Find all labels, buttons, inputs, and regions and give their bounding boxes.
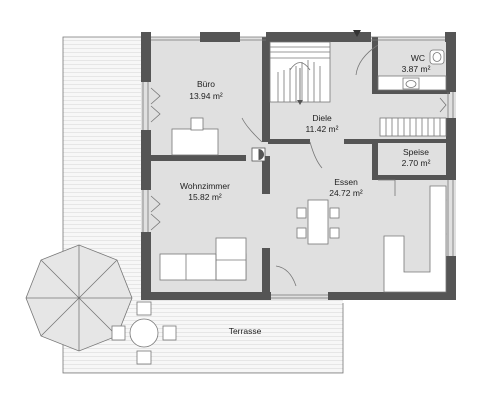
interior-walls [146,37,450,300]
room-area: 24.72 m² [329,188,363,198]
room-label-diele: Diele 11.42 m² [306,113,339,134]
dining-table [296,199,340,245]
terrace [62,36,344,374]
room-name: Essen [334,177,358,187]
room-area: 15.82 m² [188,192,222,202]
staircase [269,41,331,105]
room-area: 13.94 m² [189,91,223,101]
pantry-shelves [379,117,447,137]
patio-table [111,301,177,365]
entrance-marker-icon [353,30,361,37]
room-label-essen: Essen 24.72 m² [329,177,363,198]
room-label-buero: Büro 13.94 m² [189,79,223,101]
room-label-wohnzimmer: Wohnzimmer 15.82 m² [180,181,230,202]
umbrella-icon [25,244,133,352]
windows [142,36,454,299]
desk [171,117,219,156]
room-name: WC [411,53,425,63]
room-label-wc: WC 3.87 m² [402,53,431,74]
room-label-speise: Speise 2.70 m² [402,147,431,168]
room-name: Wohnzimmer [180,181,230,191]
sofa [159,237,247,281]
room-area: 2.70 m² [402,158,431,168]
wc-fixtures [377,49,447,91]
room-name: Büro [197,79,215,89]
room-name: Speise [403,147,429,157]
room-area: 11.42 m² [306,124,339,134]
kitchen-counter [383,185,447,293]
chimney-icon [251,147,266,162]
terrace-label: Terrasse [229,326,262,336]
room-name: Diele [312,113,332,123]
room-area: 3.87 m² [402,64,431,74]
